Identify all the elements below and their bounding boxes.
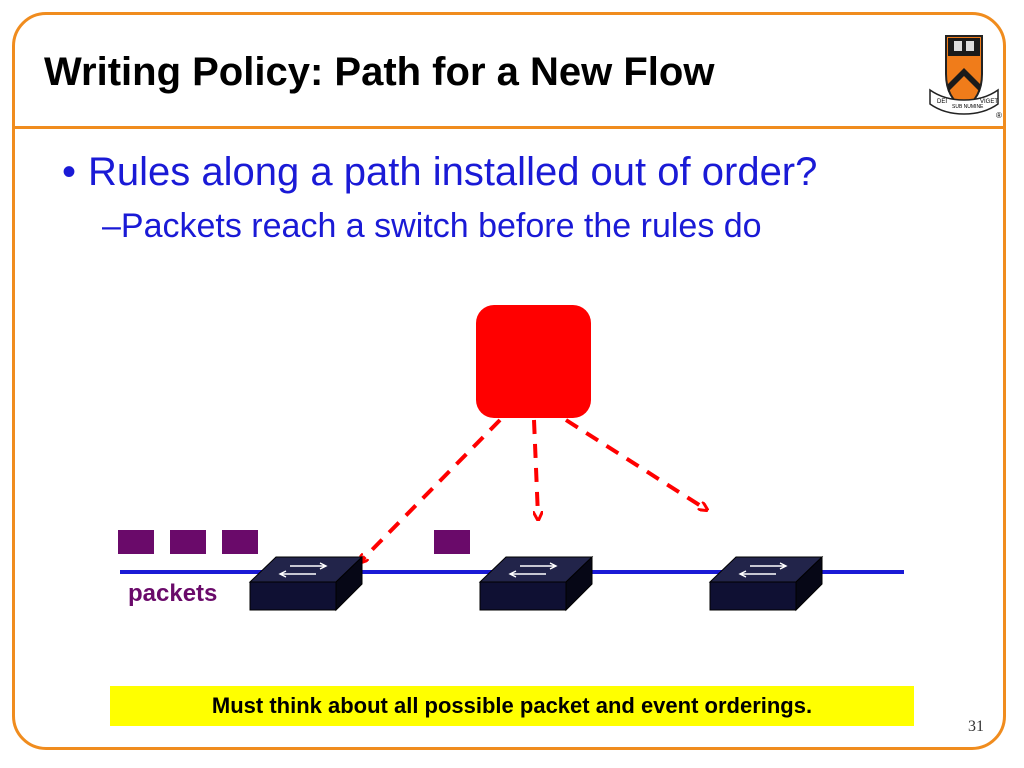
logo-banner-left: DEI (937, 99, 947, 105)
packet-square (170, 530, 206, 554)
bullet-item: •Rules along a path installed out of ord… (62, 150, 817, 194)
switch-icon (708, 555, 824, 612)
slide-title: Writing Policy: Path for a New Flow (44, 50, 715, 94)
packet-square (222, 530, 258, 554)
packets-label: packets (128, 580, 218, 607)
packet-square (118, 530, 154, 554)
packet-square (434, 530, 470, 554)
bullet-text: Rules along a path installed out of orde… (88, 150, 818, 194)
logo-registered-mark: ® (996, 111, 1002, 120)
callout-box: Must think about all possible packet and… (110, 686, 914, 726)
rule-install-arrow-left (362, 418, 502, 560)
title-divider (12, 126, 1006, 129)
switch-icon (248, 555, 364, 612)
switch-icon (478, 555, 594, 612)
sub-bullet-item: –Packets reach a switch before the rules… (102, 207, 762, 245)
bullet-dot: • (62, 150, 77, 194)
page-number: 31 (968, 718, 984, 735)
rule-install-arrow-right (564, 418, 704, 508)
princeton-shield-icon: DEI SUB NUMINE VIGET ® (929, 35, 1002, 120)
slide-frame (12, 12, 1006, 750)
controller-box (476, 305, 591, 418)
rule-install-arrow-middle (532, 419, 538, 516)
logo-banner-middle: SUB NUMINE (952, 104, 984, 110)
logo-banner-right: VIGET (980, 99, 998, 105)
sub-bullet-dash: – (102, 207, 121, 245)
sub-bullet-text: Packets reach a switch before the rules … (120, 207, 762, 245)
